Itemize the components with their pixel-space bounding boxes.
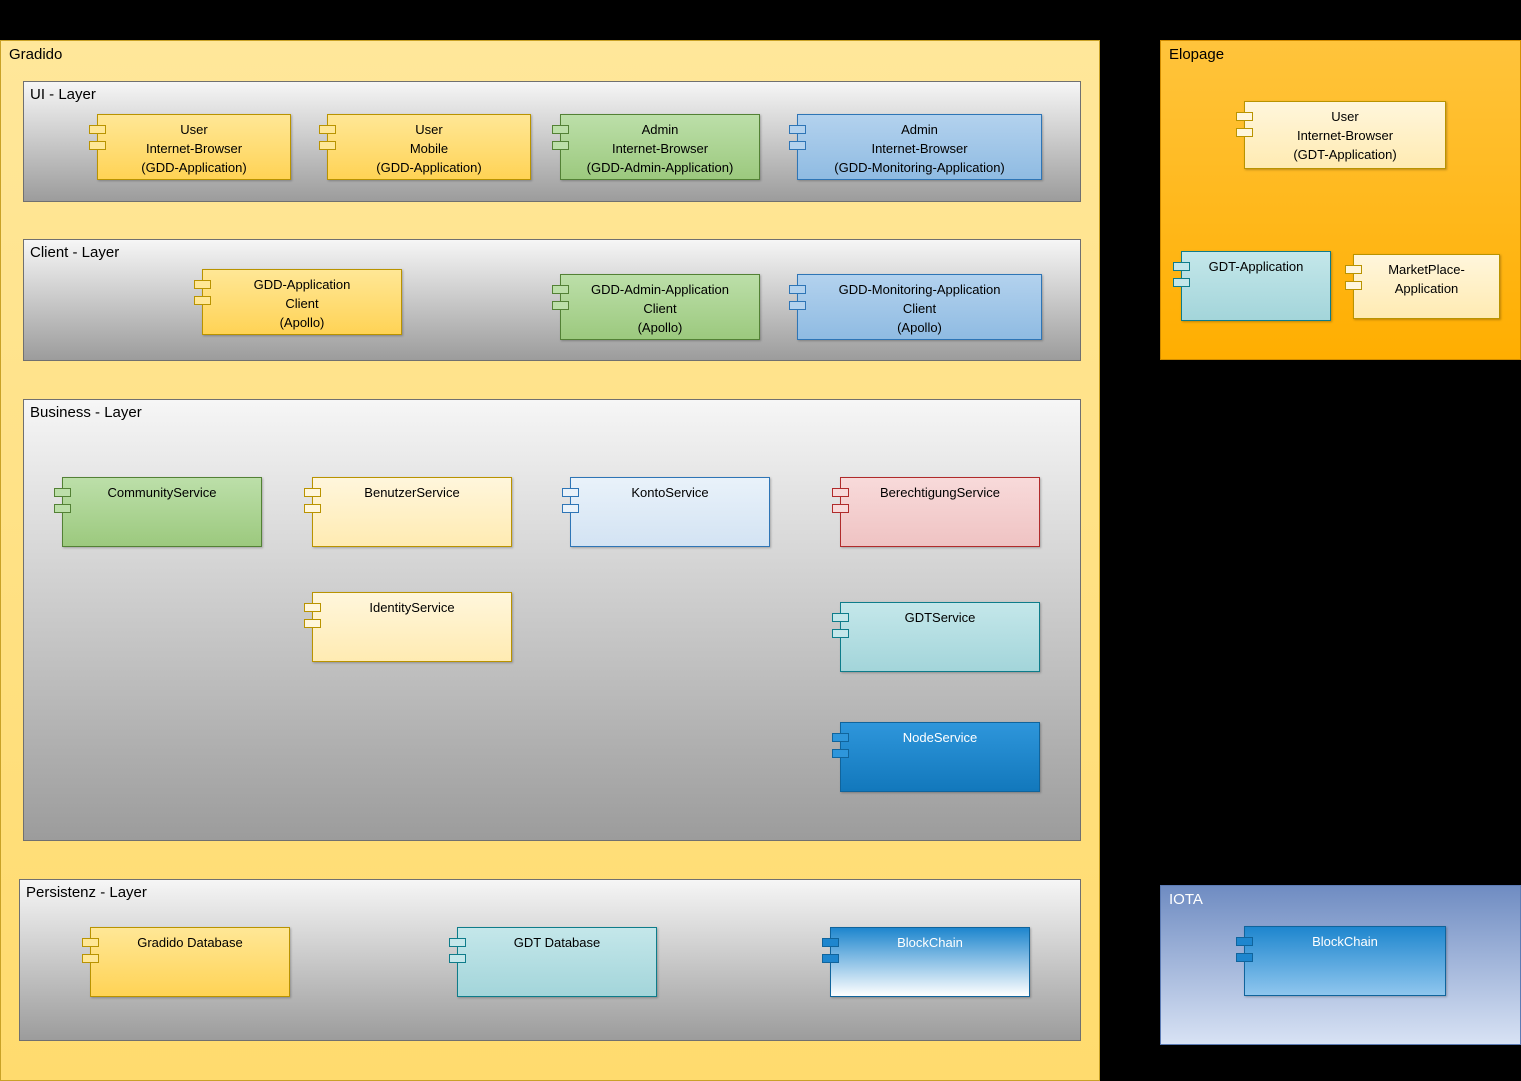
component-tab-icon bbox=[319, 125, 336, 134]
component-tab-icon bbox=[832, 488, 849, 497]
component-label: MarketPlace-Application bbox=[1388, 262, 1465, 296]
component-label: CommunityService bbox=[107, 485, 217, 500]
benutzer-service: BenutzerService bbox=[304, 477, 512, 547]
component-label: BlockChain bbox=[1312, 934, 1378, 949]
component-tab-icon bbox=[562, 488, 579, 497]
component-label: GDT-Application bbox=[1208, 259, 1304, 274]
component-tab-icon bbox=[1236, 953, 1253, 962]
component-tab-icon bbox=[304, 504, 321, 513]
client-layer-title: Client - Layer bbox=[30, 244, 120, 261]
component-tab-icon bbox=[304, 488, 321, 497]
berechtigung-service: BerechtigungService bbox=[832, 477, 1040, 547]
component-tab-icon bbox=[82, 954, 99, 963]
component-tab-icon bbox=[552, 285, 569, 294]
component-tab-icon bbox=[194, 280, 211, 289]
blockchain-persistenz: BlockChain bbox=[822, 927, 1030, 997]
component-tab-icon bbox=[832, 613, 849, 622]
ui-layer-title: UI - Layer bbox=[30, 86, 96, 103]
component-tab-icon bbox=[54, 504, 71, 513]
component-tab-icon bbox=[449, 954, 466, 963]
iota-title: IOTA bbox=[1169, 891, 1203, 908]
component-tab-icon bbox=[1236, 128, 1253, 137]
component-tab-icon bbox=[1173, 278, 1190, 287]
elopage-title: Elopage bbox=[1169, 46, 1225, 63]
component-label: BlockChain bbox=[897, 935, 963, 950]
component-label: GDTService bbox=[904, 610, 976, 625]
component-tab-icon bbox=[822, 954, 839, 963]
component-label: KontoService bbox=[631, 485, 709, 500]
component-tab-icon bbox=[194, 296, 211, 305]
component-tab-icon bbox=[54, 488, 71, 497]
component-tab-icon bbox=[789, 285, 806, 294]
component-tab-icon bbox=[552, 141, 569, 150]
component-tab-icon bbox=[789, 301, 806, 310]
component-tab-icon bbox=[789, 141, 806, 150]
component-tab-icon bbox=[82, 938, 99, 947]
component-label: BerechtigungService bbox=[880, 485, 1000, 500]
component-tab-icon bbox=[552, 125, 569, 134]
gradido-title: Gradido bbox=[9, 46, 63, 63]
gdt-service: GDTService bbox=[832, 602, 1040, 672]
component-tab-icon bbox=[789, 125, 806, 134]
konto-service: KontoService bbox=[562, 477, 770, 547]
component-label: IdentityService bbox=[369, 600, 455, 615]
component-tab-icon bbox=[822, 938, 839, 947]
community-service: CommunityService bbox=[54, 477, 262, 547]
component-tab-icon bbox=[1345, 281, 1362, 290]
component-label: GDT Database bbox=[513, 935, 601, 950]
gradido-database: Gradido Database bbox=[82, 927, 290, 997]
blockchain-iota: BlockChain bbox=[1236, 926, 1446, 996]
component-tab-icon bbox=[1345, 265, 1362, 274]
persistenz-layer-title: Persistenz - Layer bbox=[26, 884, 147, 901]
component-tab-icon bbox=[304, 619, 321, 628]
component-tab-icon bbox=[1173, 262, 1190, 271]
component-tab-icon bbox=[832, 504, 849, 513]
iota-container: IOTA BlockChain bbox=[1160, 885, 1521, 1045]
gdt-application: GDT-Application bbox=[1173, 251, 1331, 321]
component-tab-icon bbox=[89, 141, 106, 150]
component-label: NodeService bbox=[902, 730, 978, 745]
component-tab-icon bbox=[449, 938, 466, 947]
component-label: BenutzerService bbox=[364, 485, 460, 500]
component-tab-icon bbox=[89, 125, 106, 134]
identity-service: IdentityService bbox=[304, 592, 512, 662]
component-tab-icon bbox=[832, 749, 849, 758]
component-label: Gradido Database bbox=[137, 935, 243, 950]
component-tab-icon bbox=[1236, 112, 1253, 121]
business-layer-title: Business - Layer bbox=[30, 404, 142, 421]
component-tab-icon bbox=[832, 629, 849, 638]
component-tab-icon bbox=[832, 733, 849, 742]
gdt-database: GDT Database bbox=[449, 927, 657, 997]
marketplace-application: MarketPlace-Application bbox=[1345, 254, 1500, 319]
component-tab-icon bbox=[319, 141, 336, 150]
component-tab-icon bbox=[304, 603, 321, 612]
component-tab-icon bbox=[1236, 937, 1253, 946]
component-tab-icon bbox=[562, 504, 579, 513]
node-service: NodeService bbox=[832, 722, 1040, 792]
component-tab-icon bbox=[552, 301, 569, 310]
